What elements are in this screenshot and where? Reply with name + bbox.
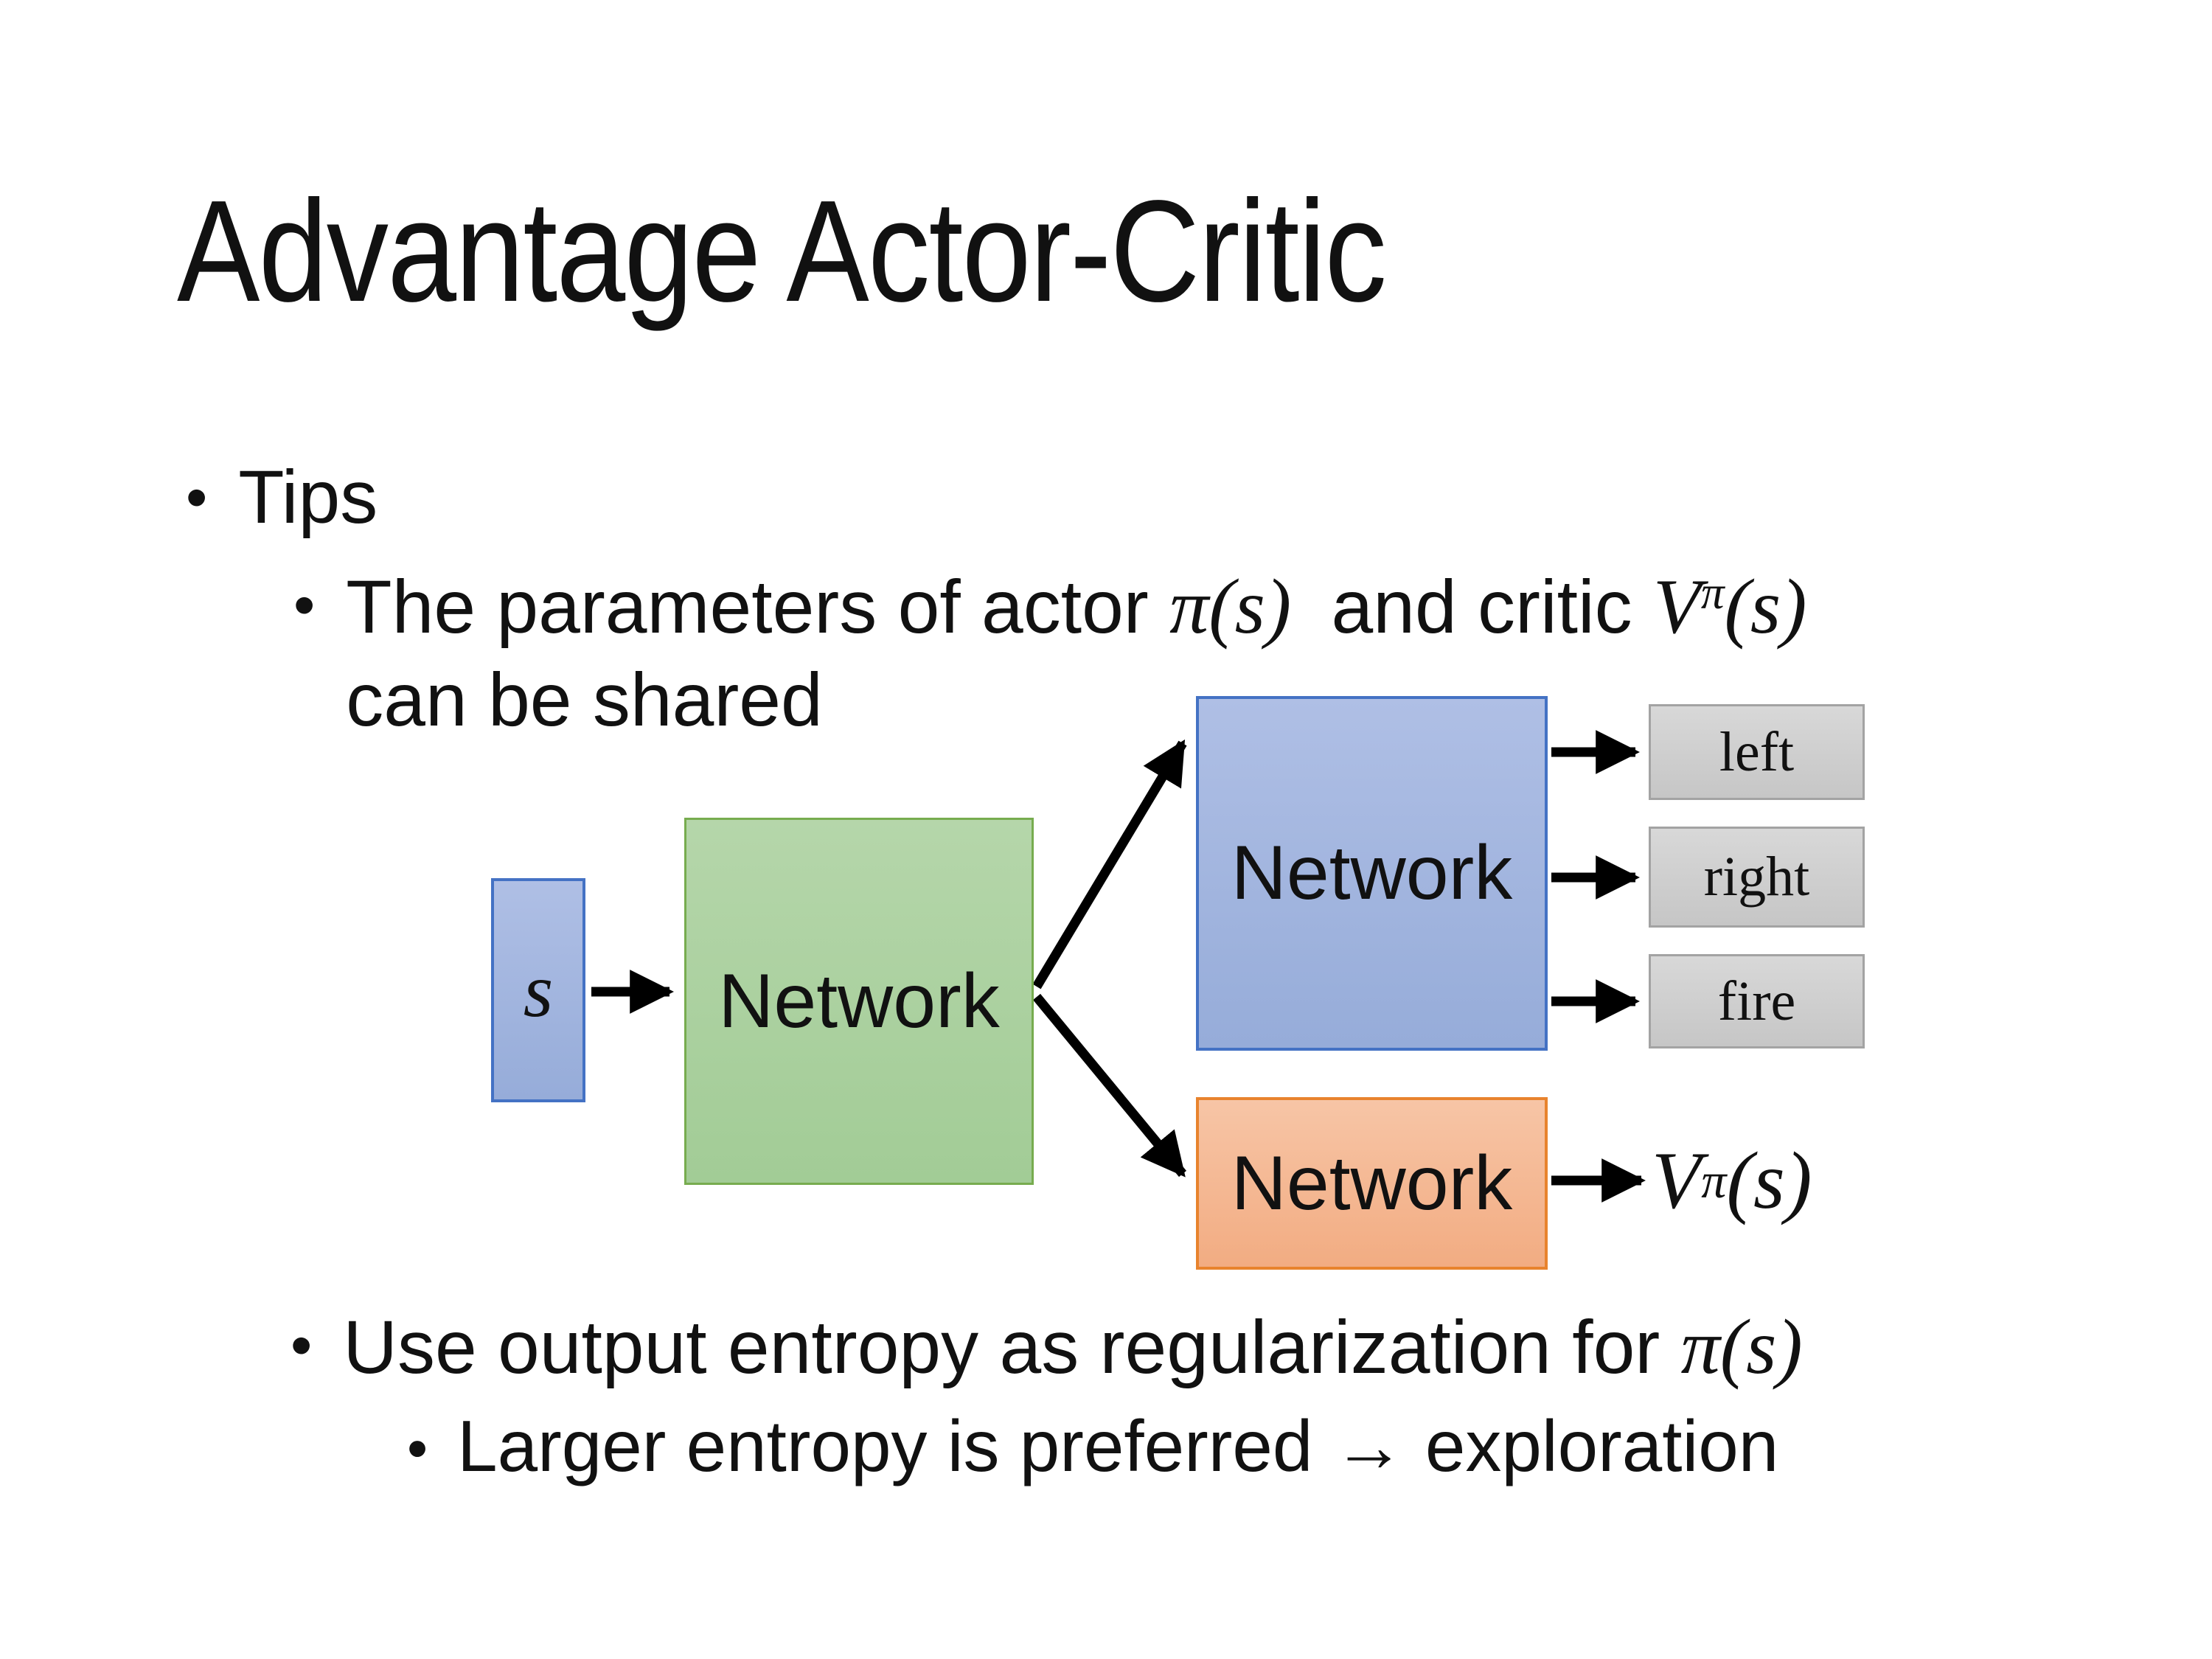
- action-label-fire: fire: [1717, 970, 1796, 1032]
- action-label-left: left: [1719, 720, 1795, 783]
- param-text-1: The parameters of actor: [346, 565, 1170, 649]
- shared-network-label: Network: [718, 958, 1000, 1044]
- critic-v-base: V: [1653, 563, 1701, 650]
- bullet-entropy-regularization: • Use output entropy as regularization f…: [291, 1299, 1803, 1394]
- action-label-right: right: [1703, 846, 1810, 908]
- value-v-base: V: [1652, 1135, 1702, 1225]
- exploration-text: Larger entropy is preferred → exploratio…: [457, 1405, 1779, 1486]
- param-line-2: can be shared: [346, 658, 823, 742]
- critic-v-args: (s): [1724, 563, 1807, 650]
- actor-network-label: Network: [1231, 830, 1513, 916]
- action-box-right: right: [1649, 827, 1865, 928]
- entropy-text: Use output entropy as regularization for: [343, 1305, 1681, 1389]
- bullet-dot: •: [186, 462, 208, 532]
- bullet-dot: •: [407, 1416, 428, 1482]
- value-v-args: (s): [1726, 1135, 1812, 1225]
- parameters-shared-text: The parameters of actor π(s) and critic …: [346, 559, 1806, 746]
- critic-network-box: Network: [1196, 1097, 1548, 1270]
- actor-pi-s-math: π(s): [1169, 563, 1292, 650]
- critic-network-label: Network: [1231, 1140, 1513, 1226]
- arrow-shared-to-actor: [1032, 739, 1187, 990]
- shared-network-box: Network: [684, 818, 1034, 1185]
- bullet-dot: •: [291, 1310, 313, 1380]
- state-label: s: [523, 947, 554, 1033]
- state-input-box: s: [491, 878, 585, 1102]
- bullet-parameters-shared: • The parameters of actor π(s) and criti…: [293, 559, 1806, 746]
- param-text-2: and critic: [1310, 565, 1654, 649]
- action-box-fire: fire: [1649, 954, 1865, 1048]
- arrow-shared-to-critic: [1032, 993, 1187, 1178]
- bullet-dot: •: [293, 570, 316, 639]
- actor-network-box: Network: [1196, 696, 1548, 1051]
- entropy-pi-s-math: π(s): [1680, 1303, 1803, 1390]
- bullet-tips: • Tips: [186, 451, 378, 543]
- value-v-sup: π: [1701, 1152, 1727, 1208]
- critic-v-sup: π: [1700, 567, 1725, 619]
- tips-label: Tips: [238, 455, 378, 539]
- action-box-left: left: [1649, 704, 1865, 800]
- bullet-exploration: • Larger entropy is preferred → explorat…: [407, 1405, 1778, 1494]
- slide-title: Advantage Actor-Critic: [177, 170, 1387, 332]
